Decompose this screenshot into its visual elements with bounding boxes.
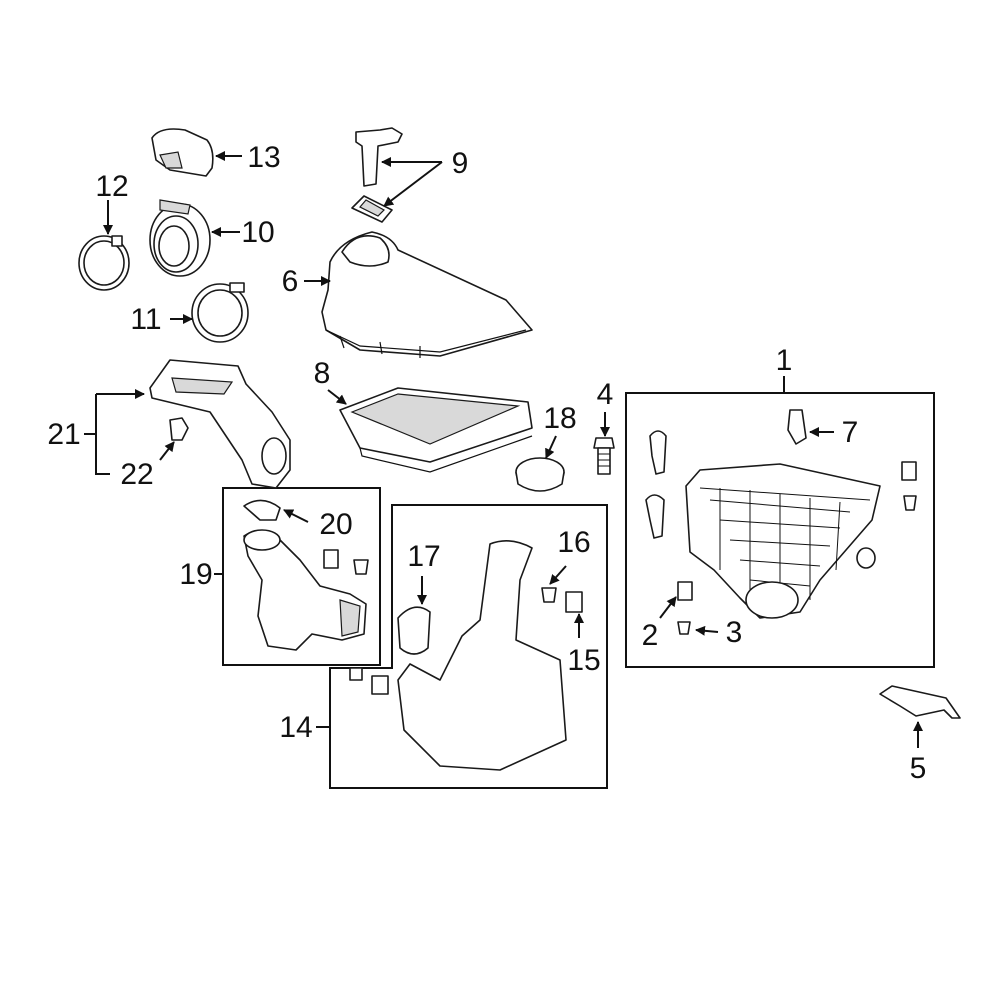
callout-6: 6 <box>282 265 299 298</box>
callout-10: 10 <box>241 216 274 249</box>
callout-7: 7 <box>842 416 859 449</box>
leader-21b <box>95 394 110 475</box>
callout-3: 3 <box>726 616 743 649</box>
callout-18: 18 <box>543 402 576 435</box>
callout-19: 19 <box>179 558 212 591</box>
group-box-resonator <box>329 504 608 789</box>
part-8-air-filter <box>339 387 533 473</box>
callout-8: 8 <box>314 357 331 390</box>
part-9-sensor <box>351 127 403 223</box>
leader-9b <box>383 161 443 207</box>
leader-18 <box>545 435 557 459</box>
leader-16 <box>549 565 567 585</box>
part-10-intake-tube <box>149 199 211 277</box>
part-13-duct-cap <box>151 128 214 177</box>
part-14-resonator <box>349 540 583 771</box>
leader-20 <box>283 509 309 523</box>
callout-4: 4 <box>597 378 614 411</box>
leader-2 <box>659 596 677 619</box>
part-11-clamp <box>191 282 249 343</box>
callout-20: 20 <box>319 508 352 541</box>
callout-13: 13 <box>247 141 280 174</box>
callout-22: 22 <box>120 458 153 491</box>
callout-9: 9 <box>452 147 469 180</box>
callout-21: 21 <box>47 418 80 451</box>
part-4-bolt <box>593 437 615 475</box>
callout-16: 16 <box>557 526 590 559</box>
callout-2: 2 <box>642 619 659 652</box>
leader-3 <box>695 625 719 636</box>
leader-22 <box>159 441 175 461</box>
callout-17: 17 <box>407 540 440 573</box>
callout-1: 1 <box>776 344 793 377</box>
part-18-seal <box>515 457 565 492</box>
part-12-clamp <box>78 235 130 291</box>
part-6-cleaner-cover <box>321 231 533 358</box>
callout-14: 14 <box>279 711 312 744</box>
part-22-clip <box>169 417 189 441</box>
part-5-bracket <box>879 685 961 719</box>
callout-5: 5 <box>910 752 927 785</box>
part-19-intake-duct <box>243 499 369 651</box>
callout-15: 15 <box>567 644 600 677</box>
leader-8 <box>327 389 347 405</box>
part-21-upper-duct <box>149 359 291 489</box>
callout-11: 11 <box>130 303 161 336</box>
group-box-intake-duct <box>222 487 381 666</box>
part-1-lower-housing <box>645 409 917 635</box>
callout-12: 12 <box>95 170 128 203</box>
group-box-air-cleaner-housing <box>625 392 935 668</box>
